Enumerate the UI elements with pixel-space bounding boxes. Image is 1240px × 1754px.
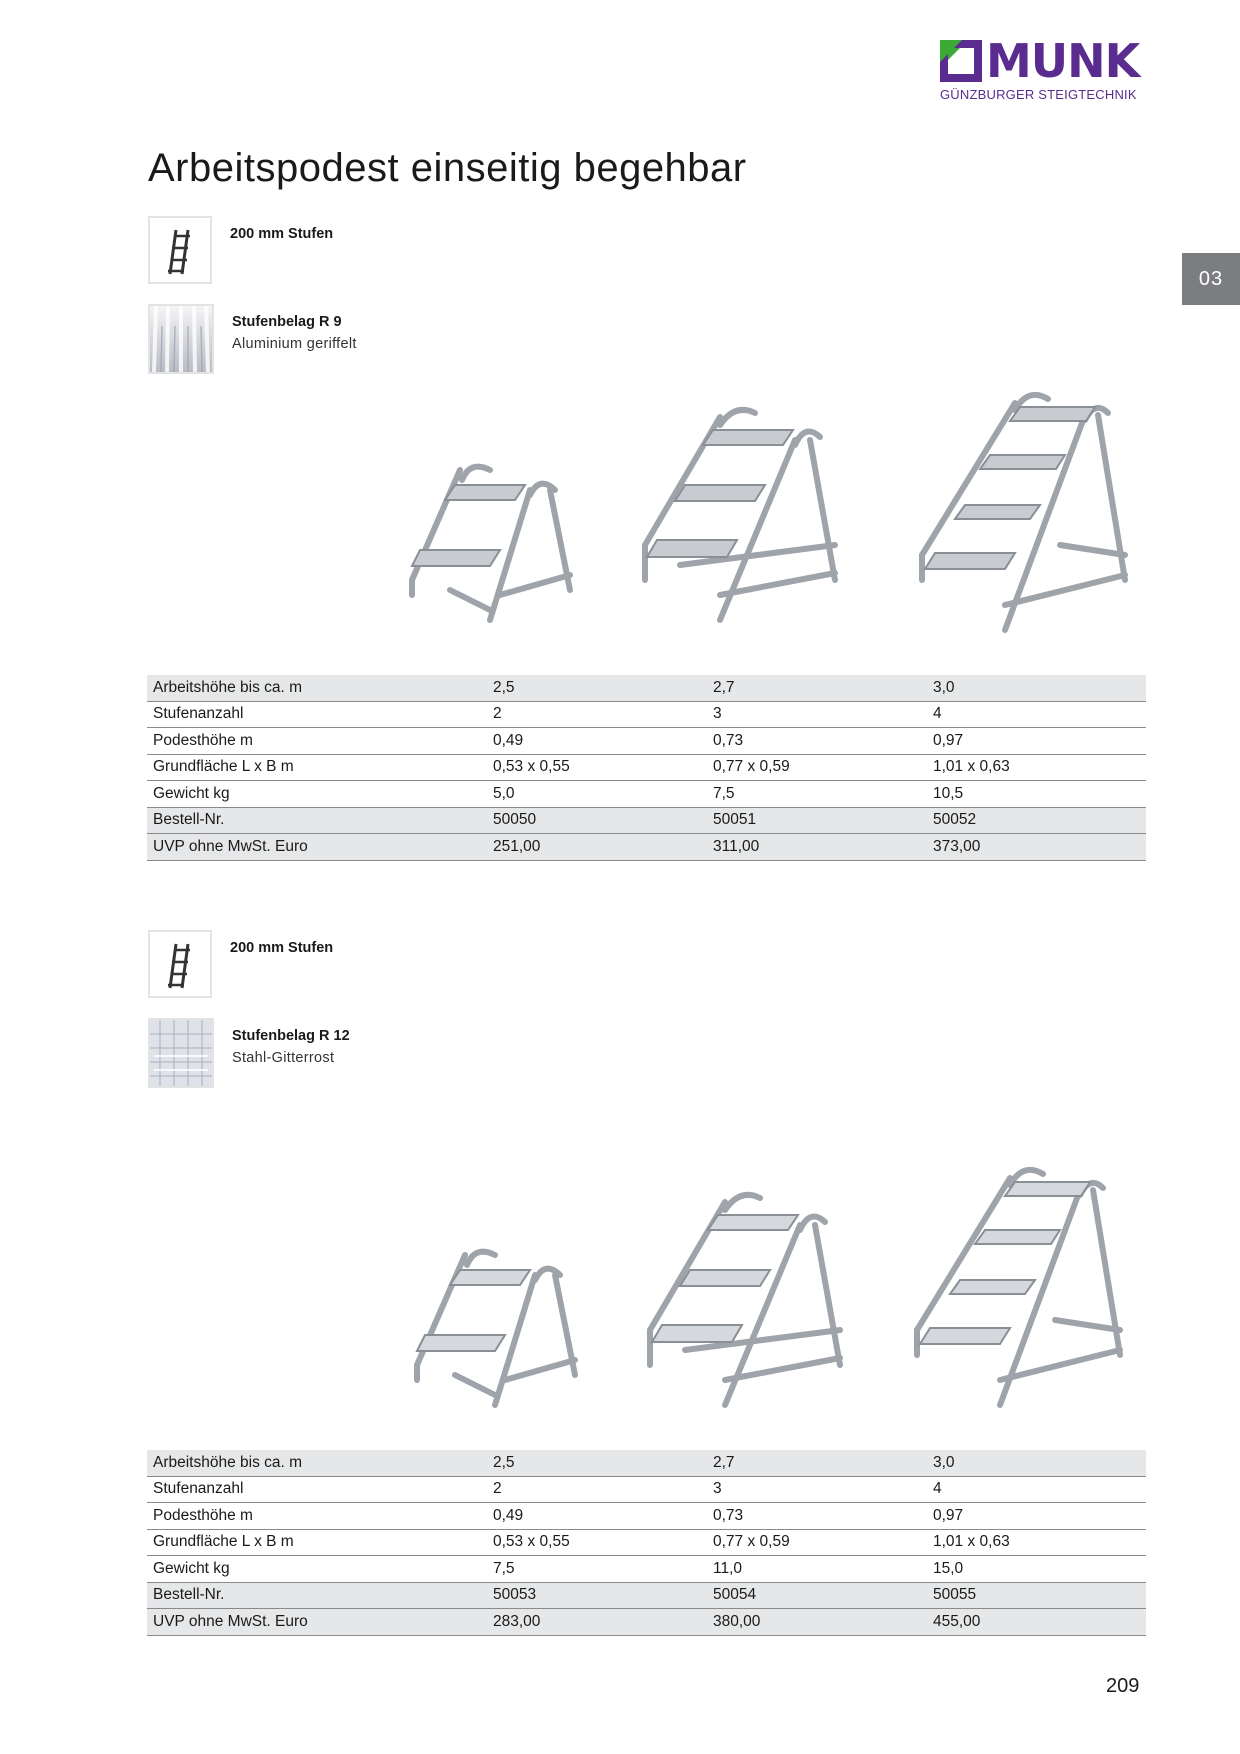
table-cell: 50052 (927, 807, 1146, 834)
steel-grating-swatch-icon (148, 1018, 214, 1088)
page-number: 209 (1106, 1675, 1140, 1697)
table-cell: 50054 (707, 1582, 927, 1609)
table-cell: Stufenanzahl (147, 701, 487, 728)
table-cell: 0,49 (487, 1502, 707, 1530)
table-row: Arbeitshöhe bis ca. m 2,5 2,7 3,0 (147, 1450, 1146, 1477)
table-cell: 0,53 x 0,55 (487, 1529, 707, 1556)
table-cell: 283,00 (487, 1608, 707, 1636)
munk-logo-mark-icon (940, 40, 982, 82)
chapter-tab[interactable]: 03 (1182, 253, 1240, 305)
table-cell: 4 (927, 1476, 1146, 1503)
feature-label: Stufenbelag R 12 (232, 1028, 350, 1044)
table-cell: 3 (707, 1476, 927, 1503)
table-cell: 0,97 (927, 1502, 1146, 1530)
table-row: Bestell-Nr. 50050 50051 50052 (147, 807, 1146, 834)
step-ladder-icon (148, 930, 212, 998)
table-cell: 373,00 (927, 833, 1146, 861)
table-cell: Stufenanzahl (147, 1476, 487, 1503)
brand-name: MUNK (986, 34, 1140, 88)
table-cell: 2,7 (707, 1450, 927, 1477)
table-cell: 3,0 (927, 1450, 1146, 1477)
table-cell: 50053 (487, 1582, 707, 1609)
table-cell: 0,97 (927, 727, 1146, 755)
table-cell: 11,0 (707, 1555, 927, 1583)
table-cell: 455,00 (927, 1608, 1146, 1636)
table-cell: 1,01 x 0,63 (927, 754, 1146, 781)
table-cell: Arbeitshöhe bis ca. m (147, 1450, 487, 1477)
table-row: Stufenanzahl 2 3 4 (147, 701, 1146, 728)
feature-tread-2: Stufenbelag R 12 Stahl-Gitterrost (148, 1018, 350, 1088)
table-cell: 50055 (927, 1582, 1146, 1609)
step-ladder-icon (148, 216, 212, 284)
table-row: Grundfläche L x B m 0,53 x 0,55 0,77 x 0… (147, 1529, 1146, 1556)
feature-label: 200 mm Stufen (230, 226, 334, 242)
table-cell: Arbeitshöhe bis ca. m (147, 675, 487, 702)
table-cell: 0,53 x 0,55 (487, 754, 707, 781)
table-cell: 2 (487, 1476, 707, 1503)
table-cell: 0,73 (707, 727, 927, 755)
table-cell: 251,00 (487, 833, 707, 861)
table-cell: Bestell-Nr. (147, 807, 487, 834)
table-cell: Bestell-Nr. (147, 1582, 487, 1609)
brand-tagline: GÜNZBURGER STEIGTECHNIK (940, 87, 1137, 102)
feature-sub: Stahl-Gitterrost (232, 1050, 335, 1066)
munk-logo: MUNK GÜNZBURGER STEIGTECHNIK (940, 34, 1150, 102)
table-cell: 2,5 (487, 1450, 707, 1477)
table-cell: 7,5 (487, 1555, 707, 1583)
table-row: Bestell-Nr. 50053 50054 50055 (147, 1582, 1146, 1609)
table-cell: 380,00 (707, 1608, 927, 1636)
work-platform-2-steps-grating-image (414, 1248, 578, 1408)
table-row: Arbeitshöhe bis ca. m 2,5 2,7 3,0 (147, 675, 1146, 702)
feature-label: Stufenbelag R 9 (232, 314, 342, 330)
table-cell: UVP ohne MwSt. Euro (147, 833, 487, 861)
table-cell: 50051 (707, 807, 927, 834)
table-cell: Gewicht kg (147, 1555, 487, 1583)
table-cell: 3,0 (927, 675, 1146, 702)
table-row: Gewicht kg 7,5 11,0 15,0 (147, 1555, 1146, 1583)
feature-tread-1: Stufenbelag R 9 Aluminium geriffelt (148, 304, 357, 374)
feature-label: 200 mm Stufen (230, 940, 334, 956)
table-cell: 2 (487, 701, 707, 728)
table-cell: Grundfläche L x B m (147, 1529, 487, 1556)
table-row: Gewicht kg 5,0 7,5 10,5 (147, 780, 1146, 808)
table-cell: 1,01 x 0,63 (927, 1529, 1146, 1556)
feature-step-depth-2: 200 mm Stufen (148, 930, 333, 998)
table-cell: Podesthöhe m (147, 1502, 487, 1530)
table-row: UVP ohne MwSt. Euro 283,00 380,00 455,00 (147, 1608, 1146, 1636)
page-title: Arbeitspodest einseitig begehbar (148, 146, 747, 190)
table-cell: 2,5 (487, 675, 707, 702)
work-platform-3-steps-image (642, 407, 838, 623)
table-cell: Gewicht kg (147, 780, 487, 808)
table-cell: 5,0 (487, 780, 707, 808)
work-platform-2-steps-image (409, 463, 573, 623)
table-cell: 4 (927, 701, 1146, 728)
table-cell: 15,0 (927, 1555, 1146, 1583)
feature-sub: Aluminium geriffelt (232, 336, 357, 352)
spec-table-r12: Arbeitshöhe bis ca. m 2,5 2,7 3,0 Stufen… (147, 1450, 1146, 1636)
table-cell: 0,77 x 0,59 (707, 754, 927, 781)
table-cell: 50050 (487, 807, 707, 834)
table-cell: 0,49 (487, 727, 707, 755)
ribbed-aluminium-swatch-icon (148, 304, 214, 374)
table-row: UVP ohne MwSt. Euro 251,00 311,00 373,00 (147, 833, 1146, 861)
table-row: Podesthöhe m 0,49 0,73 0,97 (147, 1502, 1146, 1530)
table-cell: 2,7 (707, 675, 927, 702)
table-cell: UVP ohne MwSt. Euro (147, 1608, 487, 1636)
table-row: Podesthöhe m 0,49 0,73 0,97 (147, 727, 1146, 755)
feature-step-depth-1: 200 mm Stufen (148, 216, 333, 284)
table-cell: Grundfläche L x B m (147, 754, 487, 781)
table-cell: 311,00 (707, 833, 927, 861)
table-row: Stufenanzahl 2 3 4 (147, 1476, 1146, 1503)
table-cell: 7,5 (707, 780, 927, 808)
table-cell: 0,77 x 0,59 (707, 1529, 927, 1556)
work-platform-3-steps-grating-image (647, 1192, 843, 1408)
table-cell: 0,73 (707, 1502, 927, 1530)
work-platform-4-steps-image (919, 391, 1128, 633)
table-cell: 10,5 (927, 780, 1146, 808)
table-cell: 3 (707, 701, 927, 728)
table-cell: Podesthöhe m (147, 727, 487, 755)
spec-table-r9: Arbeitshöhe bis ca. m 2,5 2,7 3,0 Stufen… (147, 675, 1146, 861)
work-platform-4-steps-grating-image (914, 1166, 1123, 1408)
table-row: Grundfläche L x B m 0,53 x 0,55 0,77 x 0… (147, 754, 1146, 781)
